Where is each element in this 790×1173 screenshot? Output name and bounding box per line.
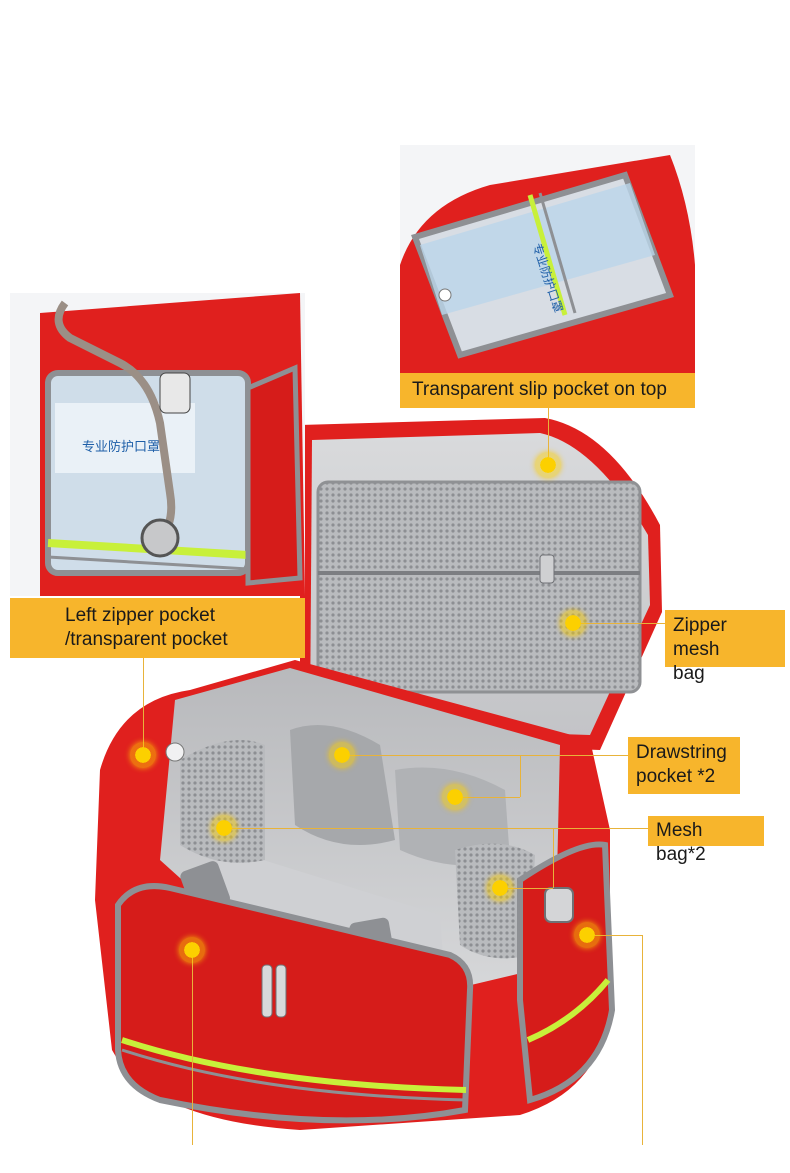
inset-mask-package-label-left: 专业防护口罩: [82, 439, 161, 454]
inset-left-zipper-pocket: 专业防护口罩: [10, 293, 305, 596]
inset-top-illustration: [400, 145, 695, 375]
marker-mesh-bag-left: [211, 815, 237, 841]
leader-side-pocket-a: [587, 935, 642, 936]
front-zipper-pull: [261, 964, 273, 1018]
reflective-strip-front: [121, 1037, 467, 1093]
leader-front-pocket: [192, 950, 193, 1145]
callout-drawstring-pocket: Drawstring pocket *2: [628, 737, 740, 794]
marker-top-pocket: [535, 452, 561, 478]
drawstring-pocket-right: [395, 767, 510, 866]
marker-front-pocket: [179, 937, 205, 963]
marker-left-pocket: [130, 742, 156, 768]
bag-body: [95, 660, 616, 1130]
callout-zipper-mesh-bag: Zipper mesh bag: [665, 610, 785, 684]
mesh-bag-right: [455, 843, 535, 959]
leader-top-pocket: [548, 408, 549, 460]
leader-mesh-bag-c: [500, 888, 553, 889]
lid-zipper-mesh-pocket: [316, 480, 642, 694]
callout-top-slip-pocket: Transparent slip pocket on top: [400, 373, 695, 408]
leader-drawstring-c: [455, 797, 520, 798]
marker-drawstring-left: [329, 742, 355, 768]
mesh-bag-left: [180, 740, 265, 863]
leader-mesh-bag-a: [224, 828, 648, 829]
inset-top-slip-pocket: 专业防护口罩: [400, 145, 695, 375]
marker-zipper-mesh: [560, 610, 586, 636]
inset-left-illustration: [10, 293, 305, 596]
leader-drawstring-b: [520, 755, 521, 797]
leader-drawstring-a: [342, 755, 628, 756]
side-pocket: [517, 841, 616, 1104]
leader-zipper-mesh: [573, 623, 665, 624]
marker-drawstring-right: [442, 784, 468, 810]
callout-left-zipper-pocket: Left zipper pocket /transparent pocket: [10, 598, 305, 658]
strap-ring-left: [165, 742, 185, 762]
leader-side-pocket-b: [642, 935, 643, 1145]
strap-clip-right: [544, 887, 574, 923]
leader-left-pocket: [143, 658, 144, 753]
callout-mesh-bag: Mesh bag*2: [648, 816, 764, 865]
marker-side-pocket: [574, 922, 600, 948]
stethoscope-icon: [54, 300, 176, 541]
marker-mesh-bag-right: [487, 875, 513, 901]
inset-side-pocket: [245, 364, 303, 586]
lid-zipper-pull: [539, 554, 555, 584]
bag-lid: [300, 418, 662, 750]
leader-mesh-bag-b: [553, 828, 554, 888]
